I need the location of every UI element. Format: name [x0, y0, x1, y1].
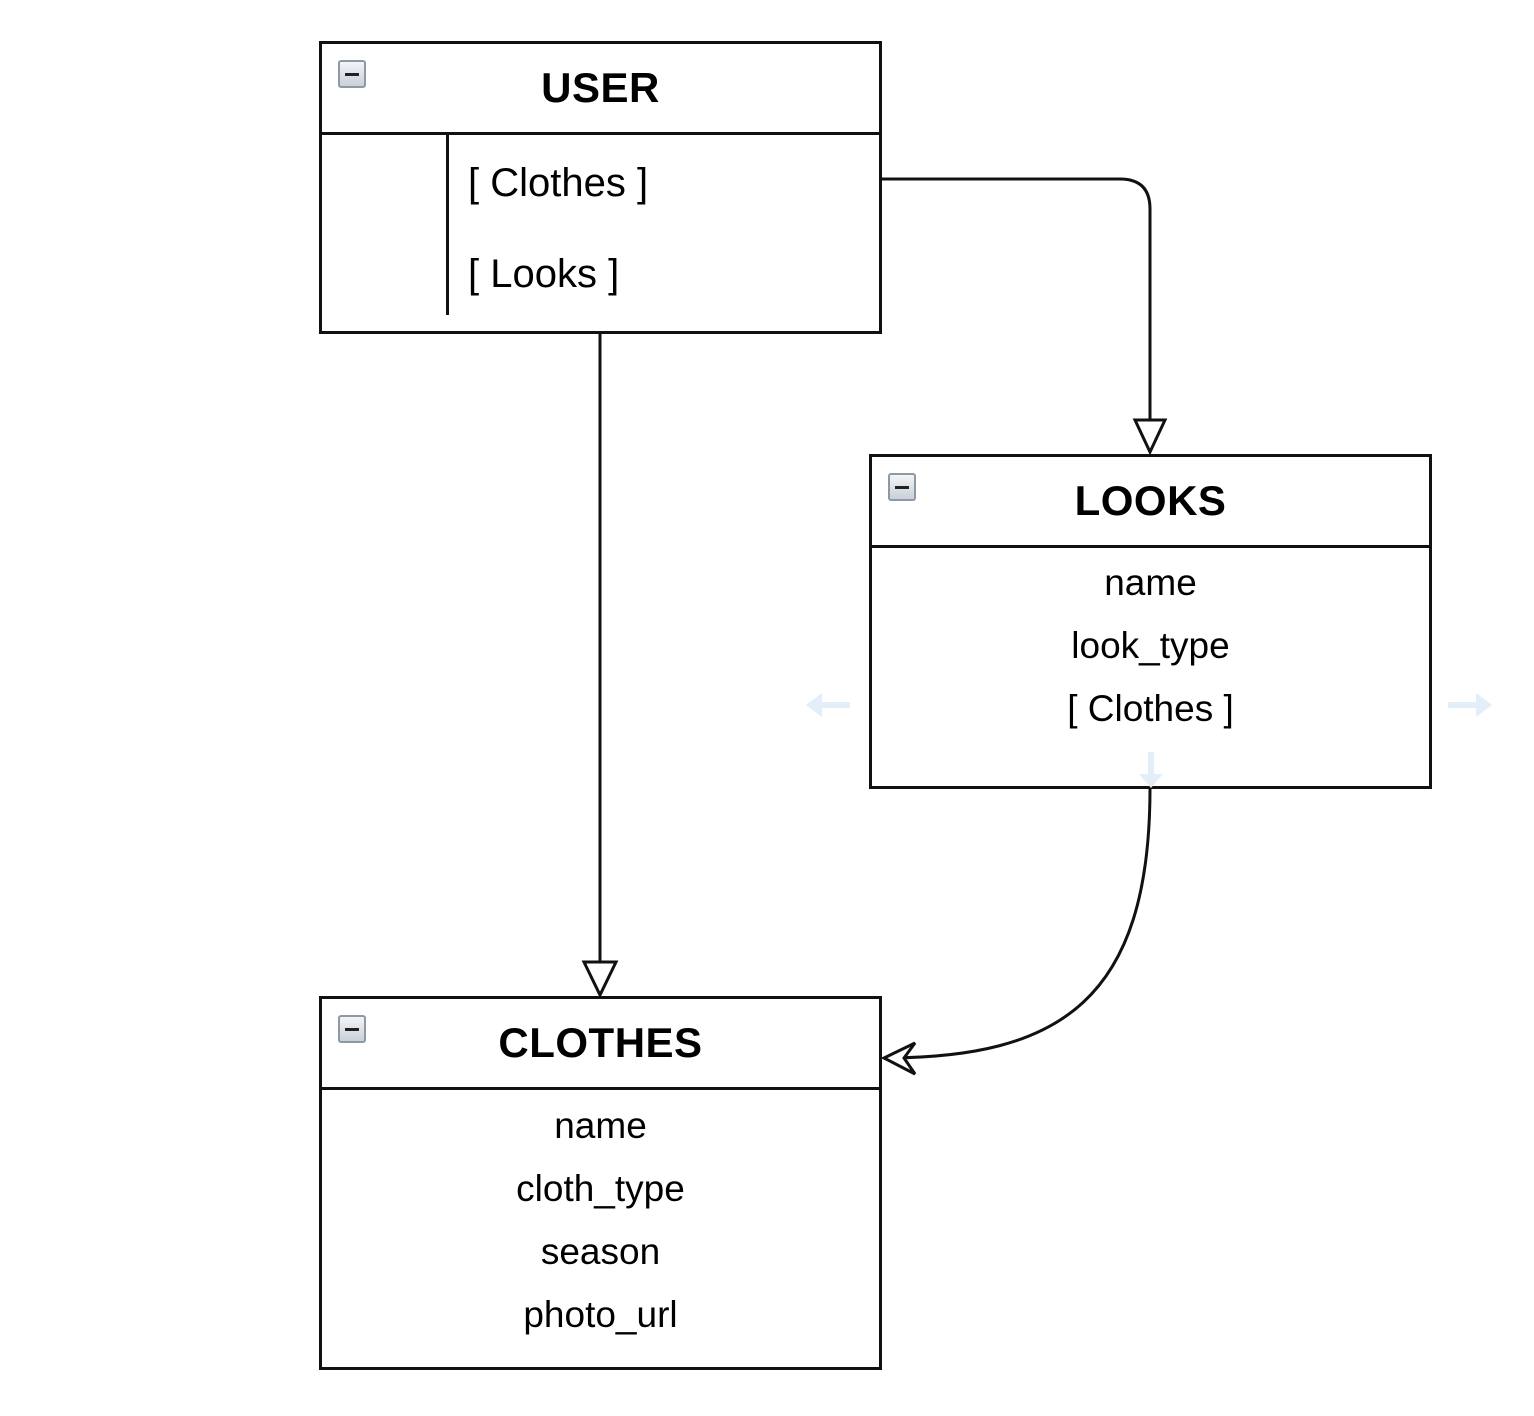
user-entity-header: USER: [322, 44, 879, 135]
connector-looks-clothes[interactable]: [883, 787, 1152, 1060]
looks-entity-title: LOOKS: [1074, 477, 1227, 524]
user-entity-body: [ Clothes ] [ Looks ]: [322, 135, 879, 331]
clothes-entity-fields: name cloth_type season photo_url: [322, 1090, 879, 1346]
looks-field-name[interactable]: name: [1104, 562, 1197, 603]
clothes-entity-header: CLOTHES: [322, 999, 879, 1090]
clothes-field-photo-url[interactable]: photo_url: [523, 1294, 678, 1335]
looks-entity[interactable]: LOOKS name look_type [ Clothes ]: [869, 454, 1432, 789]
user-field-clothes[interactable]: [ Clothes ]: [468, 161, 649, 205]
clothes-field-name[interactable]: name: [554, 1105, 647, 1146]
looks-entity-header: LOOKS: [872, 457, 1429, 548]
clothes-entity-title: CLOTHES: [498, 1019, 703, 1066]
connector-looks-clothes-arrowhead: [880, 1041, 917, 1076]
connector-user-looks-arrowhead: [1132, 418, 1168, 456]
minus-box-icon[interactable]: [338, 1015, 366, 1043]
looks-field-look-type[interactable]: look_type: [1071, 625, 1230, 666]
arrow-right-icon[interactable]: [1446, 690, 1494, 720]
user-field-looks[interactable]: [ Looks ]: [468, 252, 620, 296]
clothes-field-cloth-type[interactable]: cloth_type: [516, 1168, 685, 1209]
arrow-down-icon[interactable]: [1136, 752, 1166, 790]
user-entity-title: USER: [541, 64, 660, 111]
clothes-field-season[interactable]: season: [540, 1231, 661, 1272]
user-field-divider: [446, 135, 449, 315]
minus-box-icon[interactable]: [338, 60, 366, 88]
minus-box-icon[interactable]: [888, 473, 916, 501]
arrow-left-icon[interactable]: [804, 690, 852, 720]
connector-user-clothes-arrowhead: [581, 960, 619, 999]
connector-user-looks[interactable]: [881, 177, 1152, 450]
clothes-entity[interactable]: CLOTHES name cloth_type season photo_url: [319, 996, 882, 1370]
looks-field-clothes[interactable]: [ Clothes ]: [1067, 688, 1234, 729]
user-entity[interactable]: USER [ Clothes ] [ Looks ]: [319, 41, 882, 334]
looks-entity-fields: name look_type [ Clothes ]: [872, 548, 1429, 740]
